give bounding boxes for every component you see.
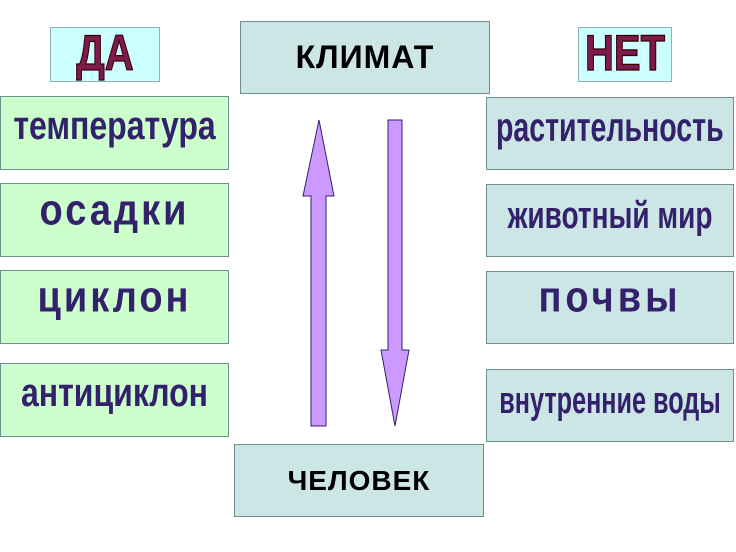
human-node: ЧЕЛОВЕК bbox=[234, 444, 484, 517]
left-item-label: антициклон bbox=[21, 369, 208, 415]
up-arrow bbox=[302, 119, 335, 427]
yes-label-box: ДА bbox=[50, 27, 160, 82]
left-item-label: осадки bbox=[39, 186, 190, 235]
right-item-label: внутренние воды bbox=[499, 378, 721, 421]
climate-label: КЛИМАТ bbox=[295, 39, 435, 75]
left-item-cyclone: циклон bbox=[0, 270, 229, 344]
right-item-inland-waters: внутренние воды bbox=[486, 369, 734, 442]
yes-label: ДА bbox=[76, 27, 134, 82]
left-item-temperature: температура bbox=[0, 96, 229, 170]
down-arrow bbox=[380, 119, 410, 427]
right-item-wildlife: животный мир bbox=[486, 184, 734, 257]
left-item-label: циклон bbox=[37, 273, 192, 322]
left-item-label: температура bbox=[13, 102, 216, 148]
right-item-label: растительность bbox=[496, 105, 724, 150]
right-item-label: почвы bbox=[538, 273, 682, 322]
right-item-label: животный мир bbox=[507, 193, 713, 236]
left-item-anticyclone: антициклон bbox=[0, 363, 229, 437]
no-label: НЕТ bbox=[585, 27, 666, 82]
left-item-precipitation: осадки bbox=[0, 183, 229, 257]
right-item-vegetation: растительность bbox=[486, 97, 734, 170]
climate-node: КЛИМАТ bbox=[240, 21, 490, 94]
right-item-soils: почвы bbox=[486, 271, 734, 344]
no-label-box: НЕТ bbox=[578, 27, 672, 82]
human-label: ЧЕЛОВЕК bbox=[287, 464, 431, 496]
